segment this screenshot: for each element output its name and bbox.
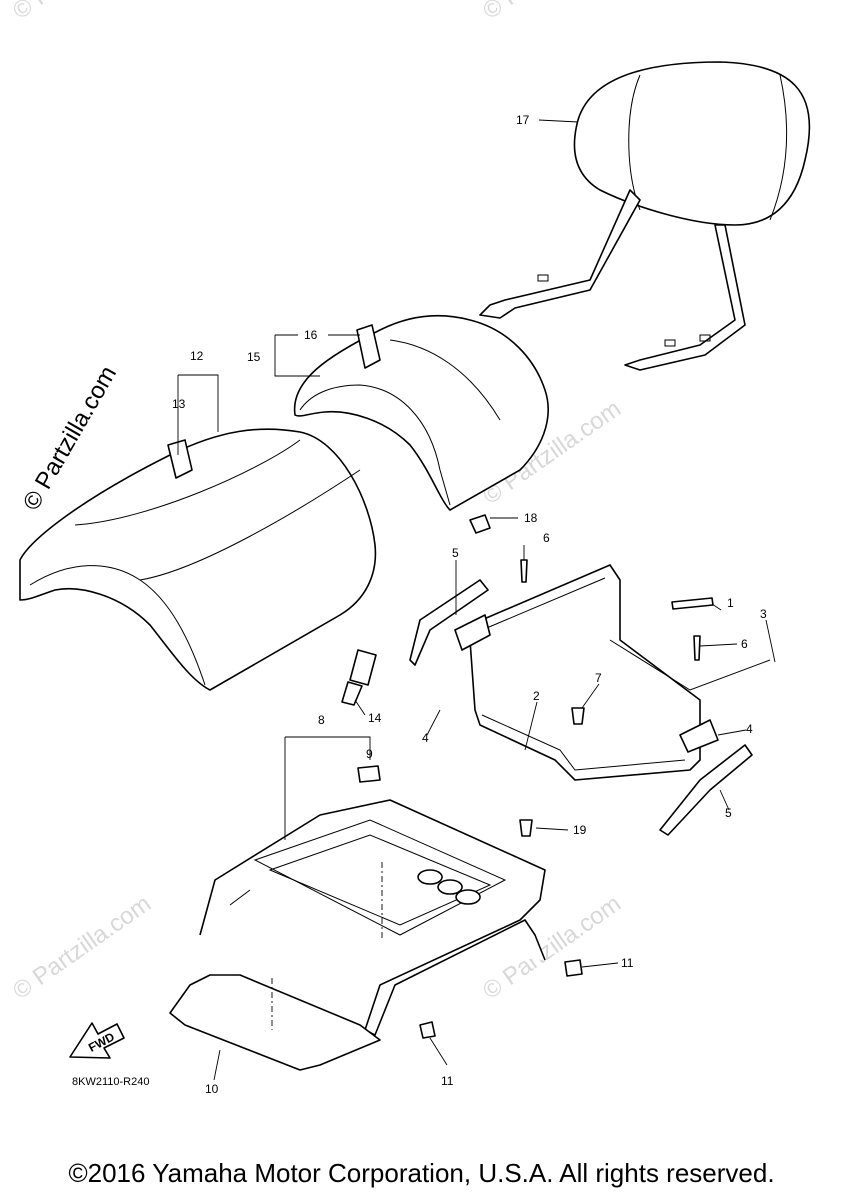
callout-11: 11 <box>441 1074 454 1088</box>
callout-3: 3 <box>760 607 767 621</box>
pad-part <box>169 974 381 1071</box>
backrest-part <box>479 61 811 371</box>
callout-5: 5 <box>725 806 732 820</box>
callout-15: 15 <box>247 350 261 364</box>
callout-6: 6 <box>543 531 550 545</box>
callout-8: 8 <box>318 713 325 727</box>
callout-16: 16 <box>304 328 318 342</box>
callout-6: 6 <box>741 637 748 651</box>
fwd-arrow-icon: FWD <box>69 1022 125 1059</box>
callout-19: 19 <box>573 823 587 837</box>
watermark: © Partzilla.com <box>8 0 156 25</box>
callout-4: 4 <box>422 731 429 745</box>
watermark: © Partzilla.com <box>8 890 156 1005</box>
main-seat-part <box>19 428 377 691</box>
callout-2: 2 <box>533 689 540 703</box>
diagram-code: 8KW2110-R240 <box>72 1076 149 1088</box>
callout-12: 12 <box>190 349 204 363</box>
callout-7: 7 <box>595 671 602 685</box>
callout-9: 9 <box>366 747 373 761</box>
callout-13: 13 <box>172 397 186 411</box>
callout-11: 11 <box>621 956 634 970</box>
seat-frame-part <box>469 564 771 781</box>
fastener-group <box>357 514 714 1039</box>
callout-1: 1 <box>727 596 734 610</box>
leader-lines <box>177 119 776 1081</box>
callout-10: 10 <box>205 1082 219 1096</box>
copyright-notice: ©2016 Yamaha Motor Corporation, U.S.A. A… <box>68 1158 775 1188</box>
callout-4: 4 <box>746 722 753 736</box>
rear-seat-part <box>293 314 549 511</box>
callout-17: 17 <box>516 113 530 127</box>
callout-labels: 17 16 15 12 13 18 6 5 1 3 6 7 2 14 8 4 4… <box>172 113 767 1096</box>
damper-part <box>341 649 377 706</box>
callout-5: 5 <box>452 546 459 560</box>
callout-18: 18 <box>524 511 538 525</box>
watermark: © Partzilla.com <box>478 0 626 25</box>
callout-14: 14 <box>368 711 382 725</box>
hose-part <box>409 579 753 836</box>
base-frame-part <box>199 799 546 1036</box>
